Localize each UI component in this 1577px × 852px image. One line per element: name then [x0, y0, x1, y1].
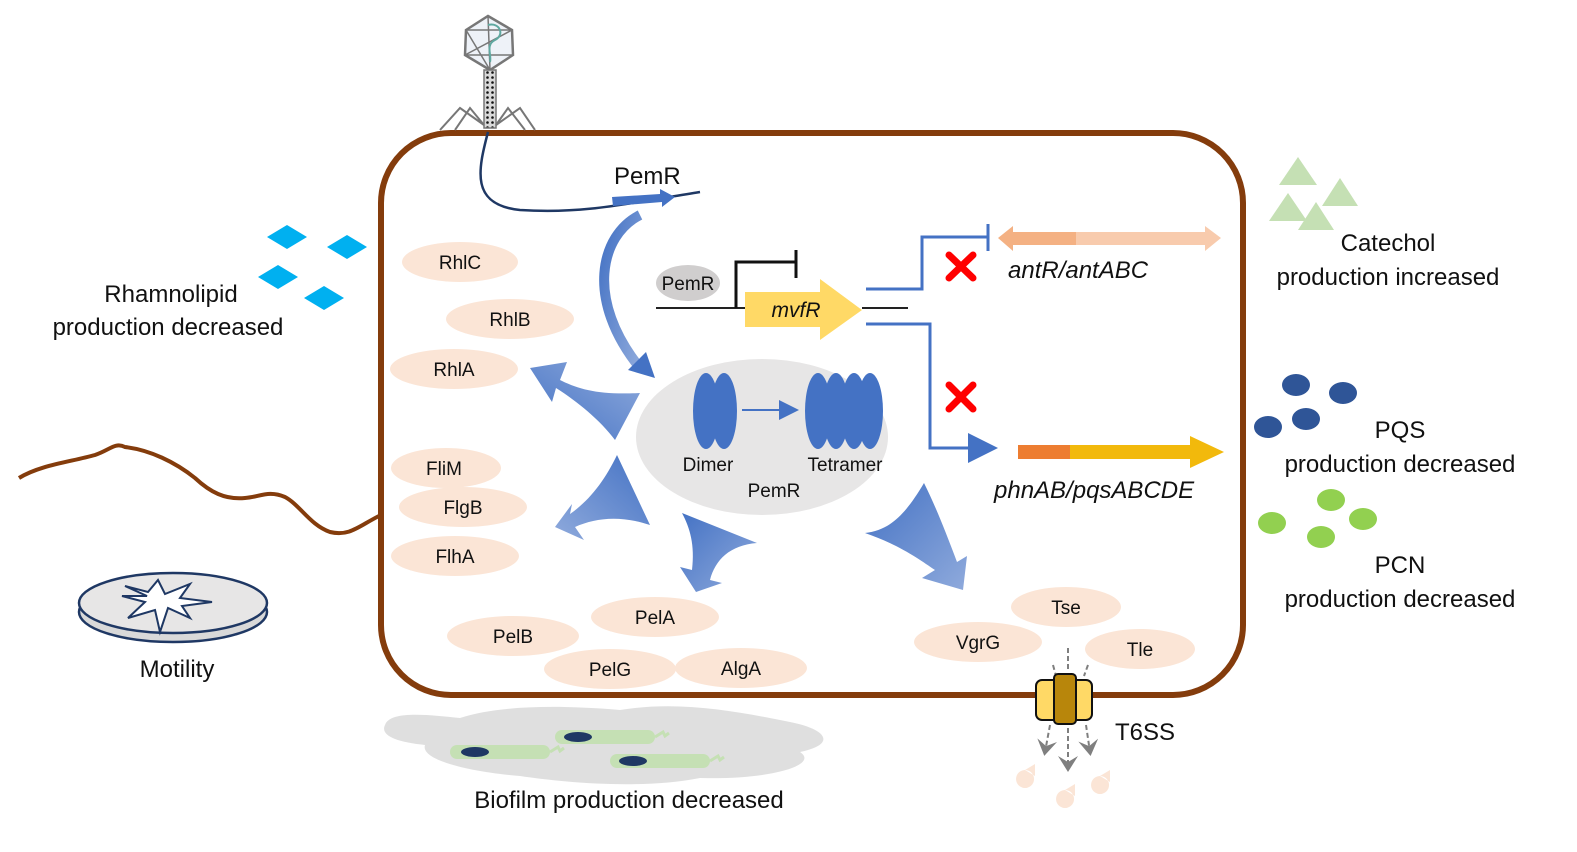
protein-label: Tle [1127, 640, 1153, 661]
pemr-repressor-label: PemR [662, 274, 715, 295]
rhamnolipid-label-line1: Rhamnolipid [104, 281, 237, 308]
t6ss-label: T6SS [1115, 719, 1175, 746]
ant-gene-label: antR/antABC [1008, 257, 1149, 284]
protein-label: RhlA [433, 360, 475, 381]
mvfr-to-ant-line [866, 235, 988, 291]
dimer-label: Dimer [683, 455, 734, 476]
biofilm-proteins: PelB PelA PelG AlgA [447, 597, 807, 689]
pqs-label-line1: PQS [1375, 417, 1426, 444]
protein-label: FliM [426, 459, 462, 480]
catechol-icon [1269, 157, 1358, 230]
protein-label: VgrG [956, 633, 1000, 654]
protein-label: FlhA [435, 547, 474, 568]
protein-label: AlgA [721, 659, 761, 680]
pcn-label-line1: PCN [1375, 552, 1426, 579]
expression-arrow [599, 210, 644, 372]
protein-label: Tse [1051, 598, 1081, 619]
flagellum [17, 443, 382, 536]
phage-icon [439, 14, 536, 131]
t6ss-apparatus-icon [1035, 648, 1099, 772]
cell-membrane [378, 130, 1246, 698]
pemr-complex-label: PemR [748, 481, 801, 502]
tetramer-label: Tetramer [808, 455, 884, 476]
protein-label: RhlB [489, 310, 530, 331]
dimer-shape [693, 373, 737, 449]
protein-label: FlgB [443, 498, 482, 519]
rhamnolipid-proteins: RhlC RhlB RhlA [390, 242, 574, 389]
pemr-complex: Dimer Tetramer PemR [636, 359, 888, 515]
rhamnolipid-icon [258, 225, 367, 310]
mvfr-gene-label: mvfR [772, 299, 821, 322]
regulation-arrow-biofilm [680, 513, 757, 592]
pemr-gene-arrow [612, 189, 675, 207]
bacterium-cell [450, 744, 565, 759]
pemr-gene-label: PemR [614, 163, 681, 190]
t6ss-proteins: VgrG Tse Tle [914, 587, 1195, 669]
petri-dish-icon [77, 571, 269, 644]
pcn-icon [1258, 489, 1377, 548]
pqs-gene-arrow [1018, 436, 1224, 468]
bacterium-cell [555, 729, 670, 744]
catechol-label-line2: production increased [1277, 264, 1500, 291]
pqs-gene-label: phnAB/pqsABCDE [993, 477, 1195, 504]
pqs-label-line2: production decreased [1285, 451, 1516, 478]
pqs-icon [1254, 374, 1357, 438]
biofilm-label: Biofilm production decreased [474, 787, 784, 814]
blocked-x-icon [945, 381, 977, 413]
regulation-arrow-t6ss [865, 483, 967, 590]
regulation-arrow-flagella [555, 455, 650, 540]
pemr-repressor [656, 265, 720, 301]
protein-label: PelG [589, 660, 631, 681]
mvfr-to-pqs-line [866, 322, 998, 463]
rhamnolipid-label-line2: production decreased [53, 314, 284, 341]
catechol-label-line1: Catechol [1341, 230, 1436, 257]
mvfr-gene-arrow [745, 279, 862, 340]
motility-label: Motility [140, 656, 215, 683]
mvfr-promoter: PemR mvfR [656, 250, 908, 340]
pcn-label-line2: production decreased [1285, 586, 1516, 613]
regulation-arrow-rhamnolipid [530, 362, 640, 440]
blocked-x-icon [945, 251, 977, 282]
protein-label: PelB [493, 627, 533, 648]
biofilm-illustration [384, 706, 824, 785]
expression-arrowhead [628, 352, 655, 378]
effector-icons [1016, 764, 1110, 808]
flagella-proteins: FliM FlgB FlhA [391, 448, 527, 576]
ant-gene-arrow [998, 226, 1221, 251]
bacterium-cell [610, 753, 725, 768]
protein-label: PelA [635, 608, 675, 629]
tetramer-shape [805, 373, 883, 449]
protein-label: RhlC [439, 253, 481, 274]
